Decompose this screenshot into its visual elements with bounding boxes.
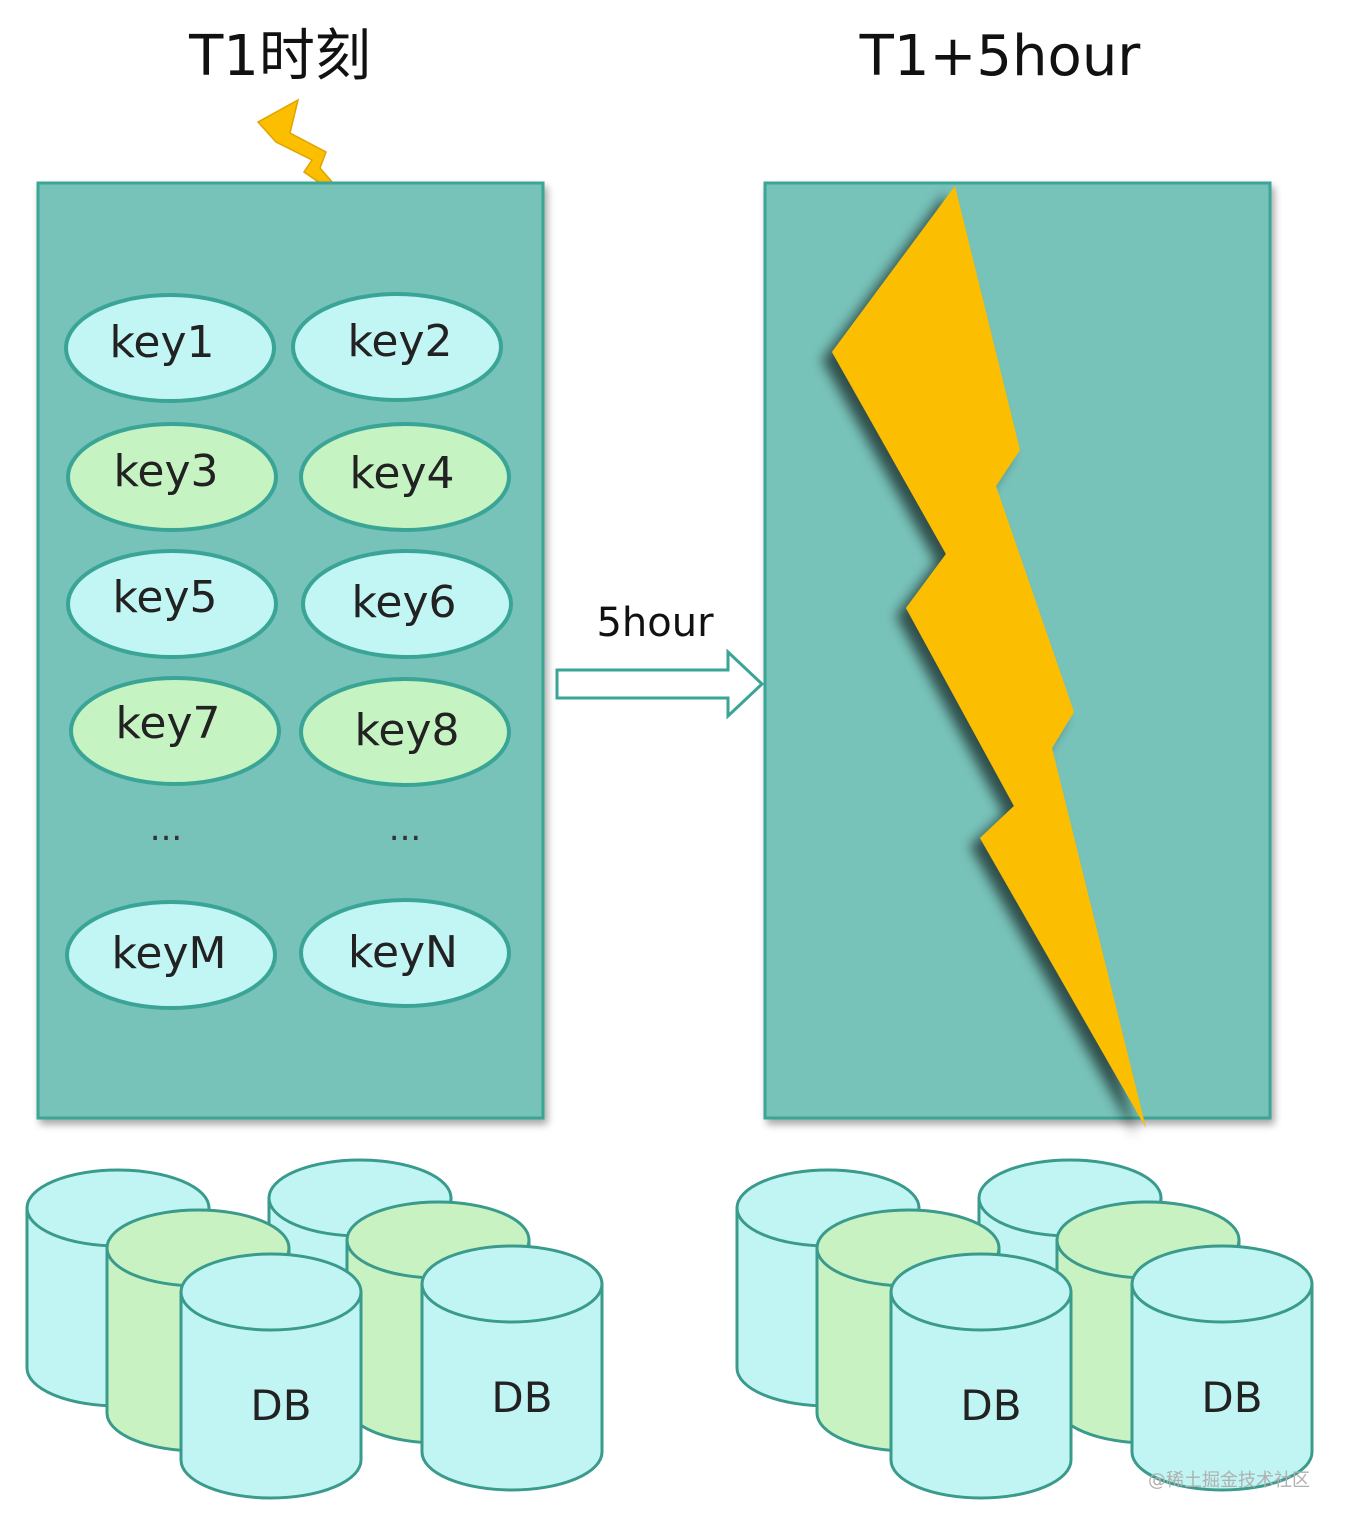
ellipsis-right: ... [389,809,421,849]
database-cylinder: DB [1130,1244,1314,1492]
database-cylinder: DB [889,1252,1073,1500]
db-cluster-right: DB DB [735,1158,1314,1500]
key-label: key3 [113,446,218,497]
watermark: @稀土掘金技术社区 [1148,1470,1310,1491]
database-cylinder: DB [420,1244,604,1492]
key-ellipse: key7 [69,676,281,786]
ellipsis-left: ... [150,809,182,849]
key-ellipse: key6 [301,549,513,659]
lightning-crack-icon [832,186,1146,1128]
key-label: keyM [112,928,227,979]
key-ellipse: key2 [291,292,503,402]
db-label: DB [491,1373,552,1422]
key-label: key5 [112,572,217,623]
key-label: key8 [354,705,459,756]
db-label: DB [1201,1373,1262,1422]
key-ellipse: keyN [299,898,511,1008]
left-title: T1时刻 [188,24,371,89]
key-list: key1 key2 key3 key4 key5 key6 key7 key8 [64,292,513,1010]
right-arrow-icon [555,648,765,720]
key-label: keyN [348,927,458,978]
arrow-label: 5hour [596,600,714,646]
key-label: key2 [347,316,452,367]
database-cylinder: DB [179,1252,363,1500]
key-label: key4 [349,448,454,499]
key-label: key7 [115,698,220,749]
db-label: DB [960,1381,1021,1430]
key-ellipse: key1 [64,293,276,403]
right-title: T1+5hour [859,24,1142,89]
db-cluster-left: DB DB [25,1158,604,1500]
key-ellipse: key8 [299,677,511,787]
key-ellipse: key4 [299,422,511,532]
key-label: key1 [109,317,214,368]
key-ellipse: key3 [66,422,278,532]
key-label: key6 [351,577,456,628]
db-label: DB [250,1381,311,1430]
key-ellipse: key5 [66,549,278,659]
key-ellipse: keyM [65,900,277,1010]
